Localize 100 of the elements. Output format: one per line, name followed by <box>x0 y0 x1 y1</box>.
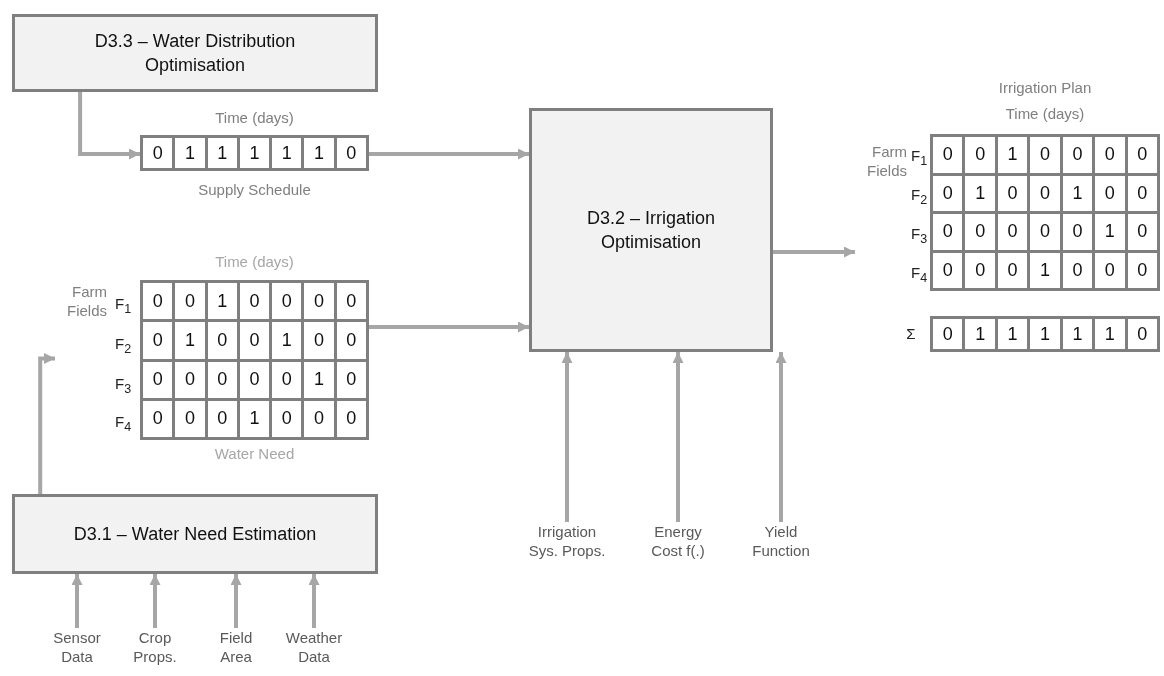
row-label: Farm Fields <box>66 282 107 320</box>
matrix-cell: 0 <box>1095 175 1125 211</box>
matrix-cell: 0 <box>143 322 173 359</box>
matrix-cell: 0 <box>175 361 205 398</box>
row-label: Farm Fields <box>866 142 907 180</box>
matrix-cell: 0 <box>997 214 1028 250</box>
matrix-cell: 1 <box>1095 214 1125 250</box>
matrix-cell: 0 <box>272 361 302 398</box>
matrix-cell: 0 <box>207 361 237 398</box>
matrix-cell: 0 <box>143 283 173 320</box>
matrix-cell: 0 <box>143 138 173 168</box>
process-box: D3.3 – Water Distribution Optimisation <box>12 14 378 92</box>
matrix-cell: 1 <box>239 138 270 168</box>
matrix-cell: 0 <box>997 175 1028 211</box>
input-label: Weather Data <box>274 628 354 670</box>
matrix-cell: 0 <box>239 361 270 398</box>
matrix-cell: 0 <box>336 322 366 359</box>
matrix-cell: 0 <box>1062 137 1093 173</box>
matrix-cell: 1 <box>239 400 270 437</box>
process-box: D3.1 – Water Need Estimation <box>12 494 378 574</box>
matrix-cell: 0 <box>304 400 334 437</box>
arrow <box>38 353 55 494</box>
row-label: F$_{1}$ <box>911 146 929 170</box>
matrix-cell: 1 <box>207 138 237 168</box>
arrow <box>149 574 161 628</box>
matrix-cell: 0 <box>336 361 366 398</box>
table-caption: Supply Schedule <box>197 180 312 199</box>
arrow <box>308 574 320 628</box>
matrix-cell: 0 <box>1062 214 1093 250</box>
arrow <box>561 352 573 522</box>
matrix-cell: 0 <box>143 361 173 398</box>
matrix-cell: 0 <box>239 283 270 320</box>
matrix-cell: 1 <box>207 283 237 320</box>
matrix-cell: 0 <box>336 138 366 168</box>
matrix-cell: 0 <box>933 319 963 349</box>
row-label: F$_{3}$ <box>911 224 929 248</box>
matrix-cell: 1 <box>304 361 334 398</box>
matrix-cell: 0 <box>272 400 302 437</box>
sum-symbol: Σ <box>905 324 917 343</box>
matrix-cell: 1 <box>304 138 334 168</box>
matrix-cell: 1 <box>1030 252 1060 288</box>
matrix-cell: 0 <box>1030 175 1060 211</box>
matrix-cell: 1 <box>997 137 1028 173</box>
matrix-cell: 1 <box>1062 175 1093 211</box>
matrix-cell: 0 <box>997 252 1028 288</box>
arrow <box>369 148 529 160</box>
matrix-cell: 0 <box>1127 214 1157 250</box>
input-label: Crop Props. <box>124 628 186 670</box>
matrix-cell: 0 <box>1095 137 1125 173</box>
row-label: F$_{4}$ <box>911 263 929 287</box>
matrix-cell: 1 <box>965 319 995 349</box>
row-label: F$_{2}$ <box>911 185 929 209</box>
arrow <box>369 321 529 333</box>
axis-label: Time (days) <box>214 108 295 127</box>
matrix-cell: 0 <box>304 283 334 320</box>
matrix-cell: 1 <box>1095 319 1125 349</box>
row-label: F$_{2}$ <box>115 334 133 358</box>
matrix-cell: 0 <box>336 400 366 437</box>
matrix-cell: 0 <box>336 283 366 320</box>
row-label: F$_{3}$ <box>115 374 133 398</box>
row-label: F$_{4}$ <box>115 412 133 436</box>
matrix-cell: 0 <box>1127 319 1157 349</box>
matrix-cell: 0 <box>239 322 270 359</box>
matrix-cell: 1 <box>1030 319 1060 349</box>
matrix-cell: 1 <box>272 138 302 168</box>
input-label: Energy Cost f(.) <box>638 522 718 564</box>
matrix-cell: 0 <box>965 137 995 173</box>
matrix-cell: 1 <box>1062 319 1093 349</box>
matrix-cell: 0 <box>933 214 963 250</box>
matrix-cell: 0 <box>272 283 302 320</box>
matrix-cell: 1 <box>272 322 302 359</box>
input-label: Irrigation Sys. Props. <box>525 522 609 564</box>
matrix-cell: 0 <box>933 137 963 173</box>
matrix-cell: 0 <box>1030 137 1060 173</box>
matrix-cell: 0 <box>933 175 963 211</box>
matrix-cell: 0 <box>1095 252 1125 288</box>
matrix-cell: 0 <box>175 400 205 437</box>
matrix-cell: 0 <box>1127 175 1157 211</box>
input-label: Sensor Data <box>44 628 110 670</box>
matrix-cell: 0 <box>304 322 334 359</box>
matrix-cell: 0 <box>1127 252 1157 288</box>
matrix-cell: 0 <box>1062 252 1093 288</box>
arrow <box>672 352 684 522</box>
matrix-cell: 0 <box>1127 137 1157 173</box>
matrix-cell: 1 <box>175 138 205 168</box>
arrow <box>78 92 140 160</box>
arrow <box>775 352 787 522</box>
matrix-cell: 0 <box>207 400 237 437</box>
matrix-cell: 0 <box>207 322 237 359</box>
matrix-cell: 0 <box>175 283 205 320</box>
matrix-cell: 0 <box>965 214 995 250</box>
input-label: Field Area <box>204 628 268 670</box>
row-label: F$_{1}$ <box>115 294 133 318</box>
table-caption: Irrigation Plan <box>997 78 1093 97</box>
table-caption: Water Need <box>213 444 296 463</box>
matrix-cell: 1 <box>965 175 995 211</box>
axis-label: Time (days) <box>1004 104 1086 123</box>
arrow <box>773 246 855 258</box>
process-box: D3.2 – Irrigation Optimisation <box>529 108 773 352</box>
arrow <box>71 574 83 628</box>
